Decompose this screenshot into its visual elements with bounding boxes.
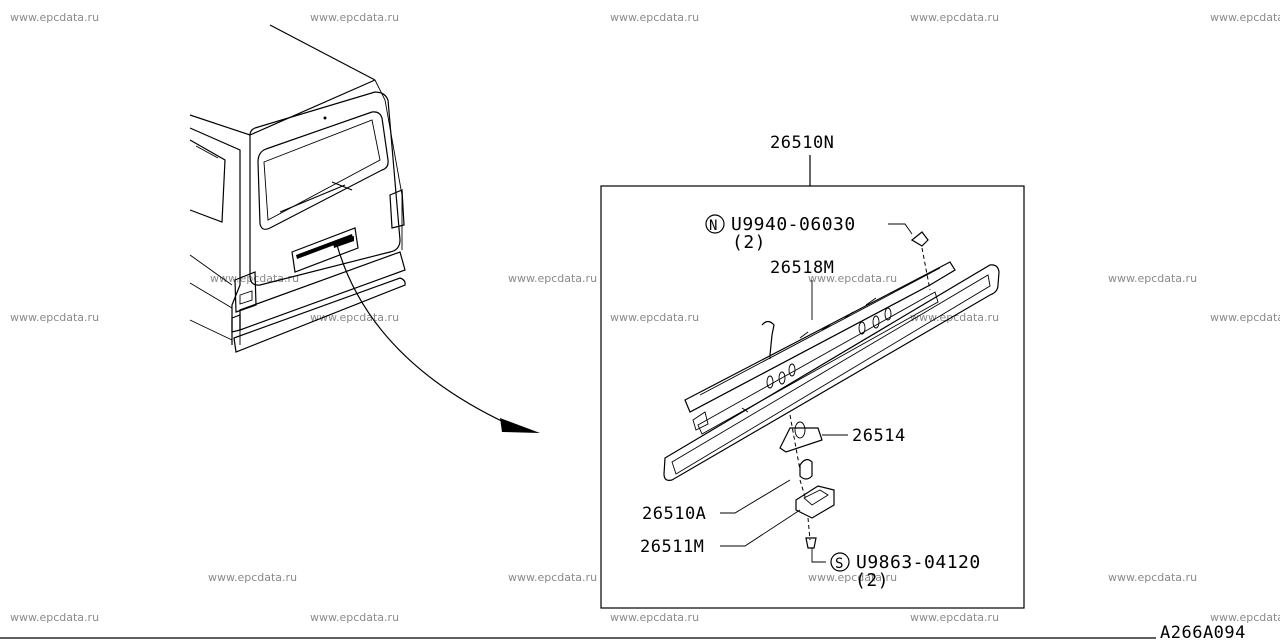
watermark: www.epcdata.ru [1210,311,1280,324]
watermark: www.epcdata.ru [1210,11,1280,24]
watermark: www.epcdata.ru [508,571,597,584]
screw-symbol: S [835,556,844,572]
assembly-frame [600,185,1025,609]
watermark: www.epcdata.ru [1210,611,1280,624]
watermark: www.epcdata.ru [808,272,897,285]
van-rear-illustration [189,24,406,353]
gasket-label: 26518M [770,258,834,278]
socket-label: 26514 [852,426,906,446]
screw-callout: S U9863-04120 (2) [811,548,981,591]
watermark: www.epcdata.ru [910,611,999,624]
watermark: www.epcdata.ru [610,311,699,324]
watermark: www.epcdata.ru [10,11,99,24]
watermark: www.epcdata.ru [210,272,299,285]
lens-leader [720,479,791,514]
nut-symbol-circle [705,214,725,234]
nut-qty-label: (2) [732,232,766,253]
housing-label: 26511M [640,537,704,557]
watermark: www.epcdata.ru [1108,571,1197,584]
watermark: www.epcdata.ru [10,611,99,624]
screw-symbol-circle [830,552,850,572]
assembly-label: 26510N [770,133,834,153]
watermark-layer: www.epcdata.ru www.epcdata.ru www.epcdat… [10,11,1280,624]
lens-label: 26510A [642,504,706,524]
watermark: www.epcdata.ru [1108,272,1197,285]
screw-qty-label: (2) [855,570,889,591]
watermark: www.epcdata.ru [310,611,399,624]
watermark: www.epcdata.ru [508,272,597,285]
housing-leader [720,509,801,547]
diagram-code: A266A094 [1160,623,1246,640]
nut-code-label: U9940-06030 [731,214,856,235]
nut-symbol: N [709,218,718,234]
screw-code-label: U9863-04120 [856,552,981,573]
watermark: www.epcdata.ru [610,11,699,24]
watermark: www.epcdata.ru [310,11,399,24]
watermark: www.epcdata.ru [10,311,99,324]
watermark: www.epcdata.ru [208,571,297,584]
watermark: www.epcdata.ru [808,571,897,584]
watermark: www.epcdata.ru [610,611,699,624]
nut-callout: N U9940-06030 (2) [705,214,913,253]
pointer-arrow [336,244,540,433]
lamp-housing-drawing [663,231,1000,549]
watermark: www.epcdata.ru [910,11,999,24]
